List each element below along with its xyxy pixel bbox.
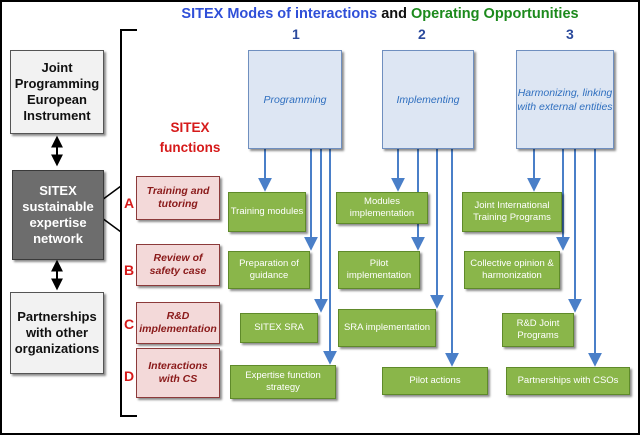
joint-programming-label: Joint Programming European Instrument [14, 60, 100, 123]
cell-pilot-implementation: Pilot implementation [338, 251, 420, 289]
cell-partnerships-csos-label: Partnerships with CSOs [517, 375, 619, 386]
cell-preparation-guidance: Preparation of guidance [228, 251, 310, 289]
programming-box: Programming [248, 50, 342, 149]
implementing-box: Implementing [382, 50, 474, 149]
function-interactions-label: Interactions with CS [148, 360, 208, 385]
cell-rd-joint-programs: R&D Joint Programs [502, 313, 574, 347]
cell-collective-opinion: Collective opinion & harmonization [464, 251, 560, 289]
cell-rd-joint-programs-label: R&D Joint Programs [516, 318, 560, 341]
harmonizing-box: Harmonizing, linking with external entit… [516, 50, 614, 149]
cell-joint-training-programs: Joint International Training Programs [462, 192, 562, 232]
cell-expertise-strategy-label: Expertise function strategy [245, 370, 321, 393]
implementing-label: Implementing [396, 93, 460, 106]
cell-preparation-guidance-label: Preparation of guidance [239, 258, 299, 281]
cell-training-modules-label: Training modules [230, 206, 304, 217]
function-rd-label: R&D implementation [139, 310, 217, 335]
diagram-title: SITEX Modes of interactions and Operatin… [155, 6, 605, 22]
function-rd-box: R&D implementation [136, 302, 220, 344]
column-number-3: 3 [566, 26, 574, 42]
function-training-box: Training and tutoring [136, 176, 220, 220]
harmonizing-label: Harmonizing, linking with external entit… [517, 86, 613, 113]
joint-programming-box: Joint Programming European Instrument [10, 50, 104, 134]
title-part-modes: SITEX Modes of interactions [181, 6, 378, 22]
function-letter-a: A [124, 195, 135, 211]
cell-expertise-strategy: Expertise function strategy [230, 365, 336, 399]
sitex-network-label: SITEX sustainable expertise network [22, 183, 94, 246]
cell-pilot-actions: Pilot actions [382, 367, 488, 395]
cell-joint-training-programs-label: Joint International Training Programs [473, 200, 551, 223]
link-center-to-bracket-top [101, 185, 122, 201]
function-review-label: Review of safety case [149, 252, 207, 277]
partnerships-label: Partnerships with other organizations [14, 309, 100, 356]
cell-training-modules: Training modules [228, 192, 306, 232]
function-letter-d: D [124, 368, 135, 384]
programming-label: Programming [263, 93, 327, 106]
cell-pilot-actions-label: Pilot actions [409, 375, 461, 386]
sitex-network-box: SITEX sustainable expertise network [12, 170, 104, 260]
cell-sitex-sra-label: SITEX SRA [254, 322, 304, 333]
title-part-opportunities: Operating Opportunities [411, 6, 579, 22]
cell-pilot-implementation-label: Pilot implementation [346, 258, 412, 281]
function-training-label: Training and tutoring [146, 185, 210, 210]
cell-sra-implementation: SRA implementation [338, 309, 436, 347]
function-letter-b: B [124, 262, 135, 278]
function-review-box: Review of safety case [136, 244, 220, 286]
cell-collective-opinion-label: Collective opinion & harmonization [470, 258, 554, 281]
function-letter-c: C [124, 316, 135, 332]
cell-modules-implementation-label: Modules implementation [349, 196, 415, 219]
cell-partnerships-csos: Partnerships with CSOs [506, 367, 630, 395]
column-number-1: 1 [292, 26, 300, 42]
cell-modules-implementation: Modules implementation [336, 192, 428, 224]
title-part-and: and [381, 6, 407, 22]
column-number-2: 2 [418, 26, 426, 42]
function-interactions-box: Interactions with CS [136, 348, 220, 398]
cell-sitex-sra: SITEX SRA [240, 313, 318, 343]
link-center-to-bracket-bottom [101, 217, 122, 233]
bracket [120, 29, 137, 417]
partnerships-box: Partnerships with other organizations [10, 292, 104, 374]
sitex-functions-title: SITEX functions [159, 120, 221, 155]
cell-sra-implementation-label: SRA implementation [343, 322, 431, 333]
